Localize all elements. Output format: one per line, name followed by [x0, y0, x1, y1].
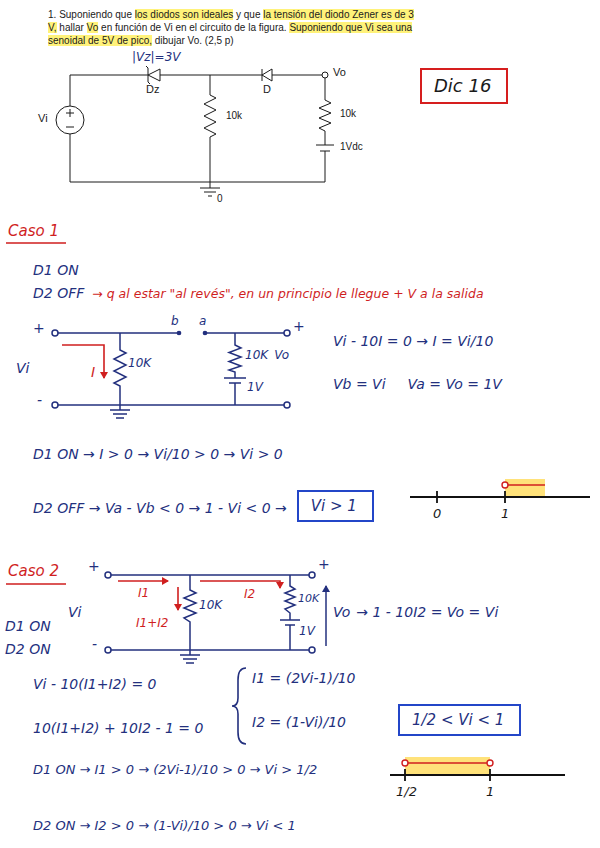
statement-text: 1.: [48, 9, 56, 20]
zener-diode-symbol: [148, 69, 160, 81]
resistor-symbol: [114, 333, 126, 405]
wire: [70, 75, 322, 76]
voltage-source: [56, 106, 84, 134]
case1-circuit: [52, 330, 290, 418]
current-arrow: [200, 581, 280, 588]
note: D2 OFF: [33, 285, 84, 302]
axis-value: 1/2: [396, 784, 417, 800]
statement-text: en función de Vi en el circuito de la fi…: [101, 22, 287, 33]
terminal-sign: +: [318, 556, 330, 573]
signal-name: Vi: [16, 360, 29, 377]
case2-circuit: [105, 572, 315, 663]
ground-symbol: [110, 405, 130, 418]
date-box: Dic 16: [420, 68, 508, 104]
resistor-symbol: [229, 333, 241, 378]
part-value: 10K: [298, 592, 319, 605]
signal-name: Vo: [333, 66, 346, 79]
equation: 10(I1+I2) + 10I2 - 1 = 0: [33, 720, 203, 737]
note: → q al estar "al revés", en un principio…: [92, 286, 483, 301]
current-arrow: [62, 345, 104, 378]
equation: Vb = Vi: [333, 376, 386, 393]
node-name: 0: [217, 193, 223, 205]
part-value: 10K: [245, 348, 268, 362]
equation: I1 = (2Vi-1)/10: [252, 670, 355, 687]
current-name: I: [91, 364, 95, 381]
equation: Va = Vo = 1V: [408, 376, 502, 393]
resistor-symbol: [319, 78, 331, 145]
equation: D2 ON → I2 > 0 → (1-Vi)/10 > 0 → Vi < 1: [33, 818, 296, 834]
terminal-sign: -: [92, 636, 97, 653]
equation: D1 ON → I1 > 0 → (2Vi-1)/10 > 0 → Vi > 1…: [33, 762, 317, 778]
current-arrow: [118, 580, 168, 582]
note: D1 ON: [5, 618, 51, 635]
note: D2 ON: [5, 641, 51, 658]
part-value: 10k: [226, 110, 242, 122]
box-text: Vi > 1: [311, 497, 357, 515]
number-line: [390, 769, 565, 781]
current-name: I1+I2: [136, 616, 168, 630]
statement-text: dibujar Vo. (2,5 p): [155, 35, 234, 46]
equation: D2 OFF → Va - Vb < 0 → 1 - Vi < 0 →: [33, 500, 287, 517]
part-value: 10K: [128, 356, 151, 370]
axis-value: 1: [501, 506, 509, 522]
box-text: Dic 16: [434, 75, 491, 96]
box-text: 1/2 < Vi < 1: [412, 711, 504, 729]
section-heading: Caso 1: [8, 222, 59, 240]
terminal-sign: +: [293, 318, 305, 335]
signal-name: Vo: [333, 604, 350, 621]
battery-symbol: [280, 620, 300, 650]
resistor-symbol: [204, 75, 216, 182]
node-name: b: [171, 314, 179, 328]
equation: Vi - 10I = 0 → I = Vi/10: [333, 333, 493, 350]
equation: → 1 - 10I2 = Vo = Vi: [356, 604, 498, 621]
current-arrow: [177, 587, 179, 610]
terminal: [322, 72, 328, 78]
current-name: I1: [138, 586, 149, 600]
node-name: a: [199, 314, 206, 328]
highlighted-text: Vo: [87, 22, 99, 33]
signal-name: Vi: [38, 112, 48, 125]
statement-text: y que: [236, 9, 260, 20]
battery-symbol: [224, 378, 246, 405]
printed-circuit: [56, 66, 334, 196]
solution-shading: [505, 479, 545, 497]
equation: Vi - 10(I1+I2) = 0: [33, 676, 157, 693]
part-value: 1Vdc: [340, 141, 363, 153]
statement-text: hallar: [59, 22, 83, 33]
section-heading: Caso 2: [8, 562, 59, 580]
equation: I2 = (1-Vi)/10: [252, 714, 346, 731]
part-value: 10k: [340, 108, 356, 120]
diode-symbol: [262, 69, 272, 81]
result-box: 1/2 < Vi < 1: [398, 704, 521, 736]
terminal-sign: +: [33, 320, 45, 337]
problem-statement: 1.Suponiendo quelos diodos son idealesy …: [48, 8, 416, 47]
statement-text: Suponiendo que: [59, 9, 132, 20]
voltage-arrow: [325, 586, 327, 646]
brace: [232, 668, 246, 744]
part-name: Dz: [146, 83, 159, 96]
result-box: Vi > 1: [297, 490, 374, 522]
axis-value: 0: [433, 506, 441, 522]
note: D1 ON: [33, 262, 79, 279]
battery-symbol: [316, 145, 334, 182]
part-value: 1V: [247, 380, 263, 394]
current-name: I2: [244, 587, 255, 601]
number-line: [410, 491, 590, 503]
part-value: 1V: [299, 624, 315, 638]
solution-shading: [405, 757, 490, 775]
terminal-sign: +: [88, 558, 100, 575]
highlighted-text: los diodos son ideales: [135, 9, 233, 20]
signal-name: Vi: [68, 604, 81, 621]
resistor-symbol: [285, 575, 295, 620]
part-value: 10K: [199, 598, 222, 612]
equation: D1 ON → I > 0 → Vi/10 > 0 → Vi > 0: [33, 446, 283, 463]
axis-value: 1: [486, 784, 494, 800]
terminal-sign: -: [37, 392, 42, 409]
ground-symbol: [180, 650, 200, 663]
resistor-symbol: [184, 575, 196, 650]
annotation: |Vz|=3V: [132, 50, 181, 64]
signal-name: Vo: [274, 348, 289, 362]
part-name: D: [263, 83, 271, 96]
